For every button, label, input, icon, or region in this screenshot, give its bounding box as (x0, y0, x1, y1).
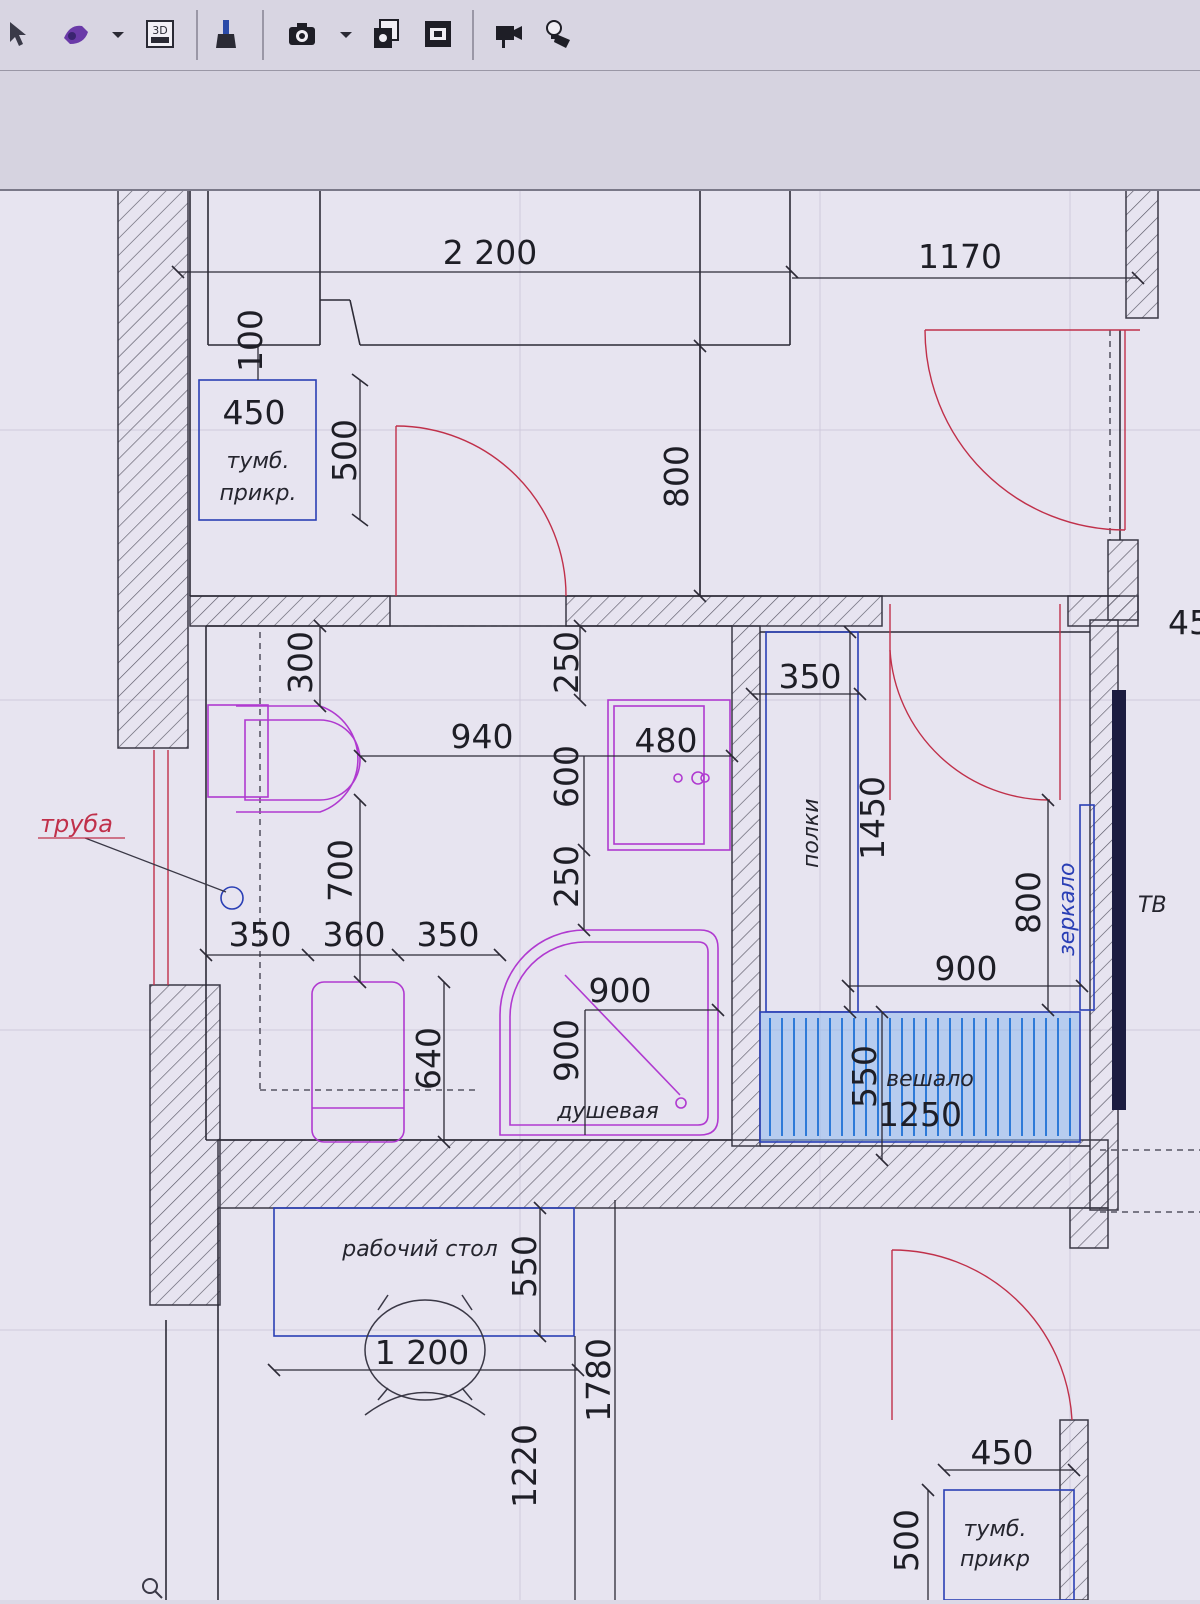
camera-icon[interactable] (284, 14, 320, 54)
dim-1250: 1250 (878, 1095, 962, 1134)
wall-lower-step (1070, 1208, 1108, 1248)
copy-layers-icon[interactable] (368, 14, 404, 54)
label-bedside-table-2b: прикр (960, 1547, 1030, 1572)
drawing-canvas[interactable]: 2 200 1170 100 450 500 800 45 300 940 25… (0, 191, 1200, 1600)
dim-1220: 1220 (505, 1424, 544, 1508)
label-work-desk: рабочий стол (341, 1237, 498, 1262)
toolbar-ribbon (0, 71, 1200, 191)
view-3d-icon[interactable]: 3D (142, 14, 178, 54)
dim-450-bottom: 450 (971, 1433, 1034, 1472)
toolbar-separator (196, 10, 198, 60)
walkthrough-camera-icon[interactable] (490, 14, 526, 54)
dim-1780: 1780 (579, 1338, 618, 1422)
wall-lower (218, 1140, 1108, 1208)
pipe (38, 838, 243, 909)
label-shelves: полки (799, 799, 824, 869)
toilet-tank (208, 705, 268, 797)
material-brush-icon[interactable] (58, 14, 94, 54)
dim-100: 100 (231, 309, 270, 372)
tv-panel (1112, 690, 1126, 1110)
dim-360: 360 (323, 915, 386, 954)
dim-350-left: 350 (229, 915, 292, 954)
view-3d-label: 3D (152, 24, 167, 37)
dropdown-arrow-icon[interactable] (336, 14, 356, 54)
dim-900-shower-w: 900 (589, 971, 652, 1010)
dim-600: 600 (547, 745, 586, 808)
dim-800-mirror: 800 (1009, 871, 1048, 934)
dim-2200: 2 200 (443, 233, 537, 272)
dim-700: 700 (321, 839, 360, 902)
wall-left-upper (118, 191, 188, 748)
dim-250-mid: 250 (547, 845, 586, 908)
dim-940: 940 (451, 717, 514, 756)
wall-mid-2 (566, 596, 882, 626)
dim-1450: 1450 (853, 776, 892, 860)
light-bulb-icon[interactable] (540, 14, 576, 54)
dim-1170: 1170 (918, 237, 1002, 276)
floor-plan: 2 200 1170 100 450 500 800 45 300 940 25… (0, 191, 1200, 1600)
dim-800-top: 800 (657, 445, 696, 508)
pointer-icon[interactable] (2, 14, 38, 54)
dim-900-shower-h: 900 (547, 1019, 586, 1082)
toilet-bowl (245, 720, 360, 800)
dim-900-hall: 900 (935, 949, 998, 988)
toolbar: 3D (0, 0, 1200, 71)
dimension-labels: 2 200 1170 100 450 500 800 45 300 940 25… (223, 233, 1200, 1572)
wall-mid-4 (1108, 540, 1138, 620)
wall-mid-1 (190, 596, 390, 626)
outlines (166, 191, 1120, 1600)
label-pipe: труба (40, 810, 113, 838)
label-hanger: вешало (886, 1067, 974, 1092)
frame-icon[interactable] (420, 14, 456, 54)
dim-450-top: 450 (223, 393, 286, 432)
wall-right-top (1126, 191, 1158, 318)
dim-250-top: 250 (547, 631, 586, 694)
washer (312, 982, 404, 1142)
dim-500-top: 500 (325, 419, 364, 482)
dim-45: 45 (1168, 603, 1200, 642)
toolbar-separator (262, 10, 264, 60)
toolbar-separator (472, 10, 474, 60)
dim-550-desk: 550 (505, 1235, 544, 1298)
dim-350-shelf: 350 (779, 657, 842, 696)
label-bedside-table-2a: тумб. (964, 1517, 1027, 1542)
dim-640: 640 (409, 1027, 448, 1090)
dim-500-bottom: 500 (887, 1509, 926, 1572)
wall-left-lower (150, 985, 220, 1305)
door-swings (154, 330, 1140, 1420)
dim-1200: 1 200 (375, 1333, 469, 1372)
label-mirror: зеркало (1055, 863, 1080, 957)
label-shower: душевая (556, 1099, 659, 1124)
dim-300: 300 (281, 631, 320, 694)
wall-partition-1 (732, 626, 760, 1146)
dim-480: 480 (635, 721, 698, 760)
label-tv: ТВ (1138, 893, 1167, 918)
dropdown-arrow-icon[interactable] (108, 14, 128, 54)
paint-brush-icon[interactable] (208, 14, 244, 54)
label-bedside-table-1b: прикр. (220, 481, 297, 506)
dim-350-right: 350 (417, 915, 480, 954)
label-bedside-table-1a: тумб. (227, 449, 290, 474)
status-bar (0, 1570, 1200, 1600)
